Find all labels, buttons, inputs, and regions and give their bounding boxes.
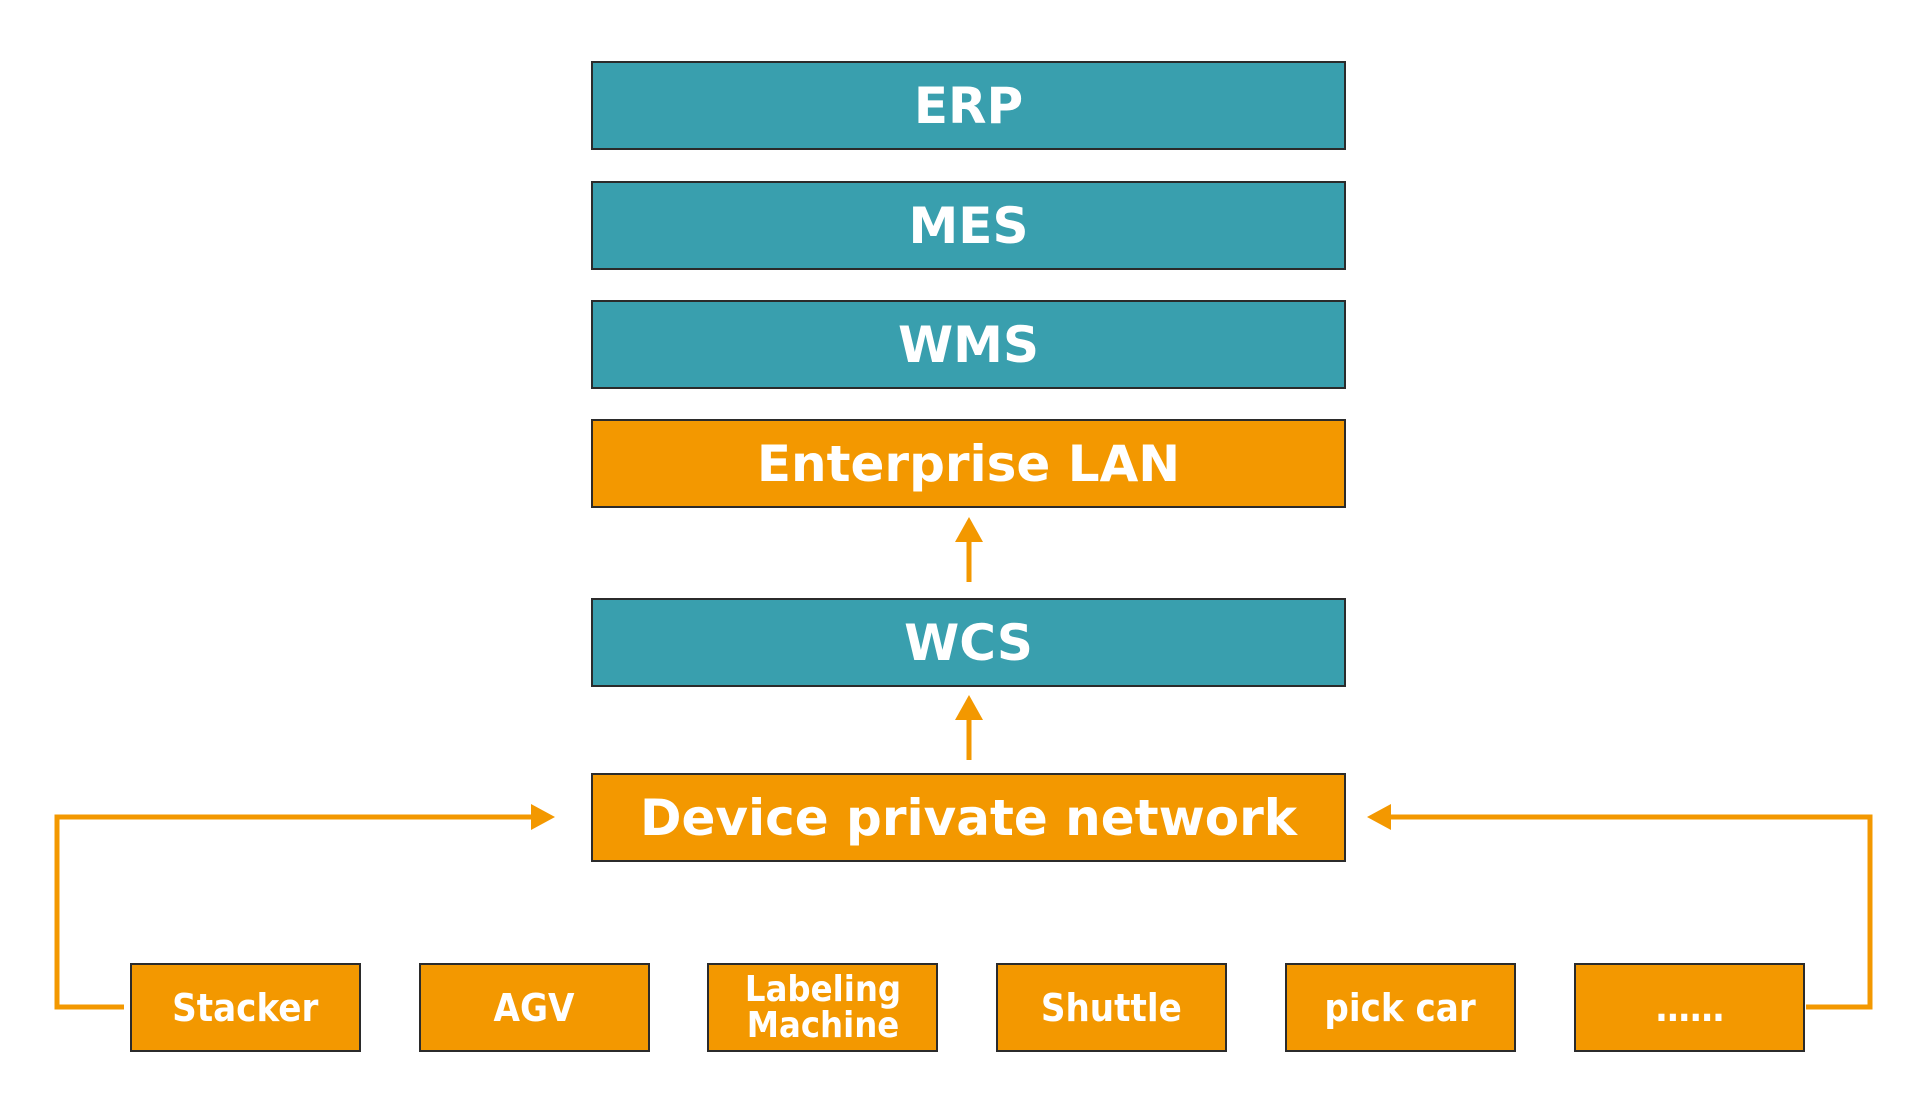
- device-private-network-label: Device private network: [639, 788, 1298, 847]
- device-pick-car: pick car: [1285, 963, 1516, 1052]
- device-label: ……: [1655, 985, 1724, 1030]
- device-label: AGV: [493, 985, 575, 1030]
- device-labeling-machine: Labeling Machine: [707, 963, 938, 1052]
- mes-label: MES: [908, 196, 1029, 255]
- wms-layer: WMS: [591, 300, 1346, 389]
- device-label: Stacker: [172, 985, 319, 1030]
- device-more: ……: [1574, 963, 1805, 1052]
- device-label: Shuttle: [1041, 985, 1182, 1030]
- enterprise-lan-layer: Enterprise LAN: [591, 419, 1346, 508]
- erp-layer: ERP: [591, 61, 1346, 150]
- arrow-wcs-to-lan: [955, 517, 983, 582]
- device-label: Labeling Machine: [744, 968, 901, 1046]
- device-shuttle: Shuttle: [996, 963, 1227, 1052]
- device-stacker: Stacker: [130, 963, 361, 1052]
- device-agv: AGV: [419, 963, 650, 1052]
- wms-label: WMS: [898, 315, 1039, 374]
- device-label: pick car: [1324, 985, 1477, 1030]
- mes-layer: MES: [591, 181, 1346, 270]
- wcs-label: WCS: [904, 613, 1033, 672]
- device-private-network-layer: Device private network: [591, 773, 1346, 862]
- wcs-layer: WCS: [591, 598, 1346, 687]
- arrow-network-to-wcs: [955, 695, 983, 760]
- enterprise-lan-label: Enterprise LAN: [756, 434, 1181, 493]
- erp-label: ERP: [913, 76, 1024, 135]
